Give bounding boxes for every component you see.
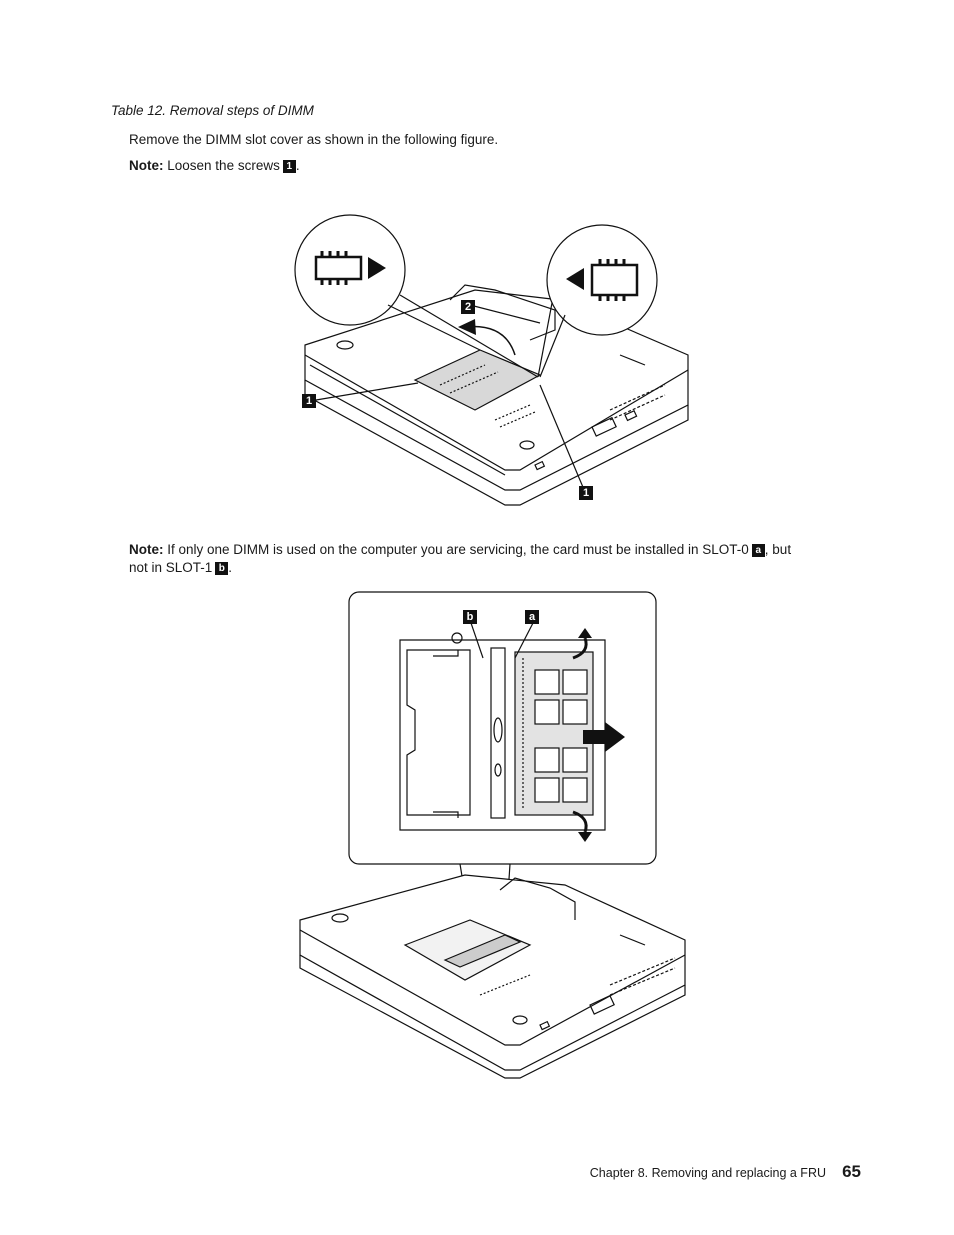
page-number: 65 (842, 1162, 861, 1181)
figure1-callout-screw-bottom: 1 (579, 486, 593, 500)
table-caption: Table 12. Removal steps of DIMM (111, 103, 314, 118)
note2-end: . (228, 560, 233, 575)
footer-chapter: Chapter 8. Removing and replacing a FRU (589, 1166, 826, 1180)
figure-remove-dimm-cover (294, 214, 689, 506)
callout-screw: 1 (282, 160, 296, 173)
figure1-callout-cover: 2 (461, 300, 475, 314)
figure2-callout-slot0: a (525, 610, 539, 624)
note-label: Note: (129, 158, 164, 173)
note2-label: Note: (129, 542, 164, 557)
note-slot: Note: If only one DIMM is used on the co… (129, 541, 849, 577)
note2-text-b: , but (764, 542, 792, 557)
step-instruction: Remove the DIMM slot cover as shown in t… (129, 132, 499, 147)
figure2-callout-slot1: b (463, 610, 477, 624)
note-end: . (295, 158, 300, 173)
figure-dimm-slots (299, 591, 686, 1079)
note-text: Loosen the screws (167, 158, 280, 173)
callout-slot1: b (215, 562, 229, 575)
callout-slot0: a (751, 544, 765, 557)
note2-text-a: If only one DIMM is used on the computer… (167, 542, 749, 557)
figure1-callout-screw-left: 1 (302, 394, 316, 408)
note2-text-c: not in SLOT-1 (129, 560, 213, 575)
